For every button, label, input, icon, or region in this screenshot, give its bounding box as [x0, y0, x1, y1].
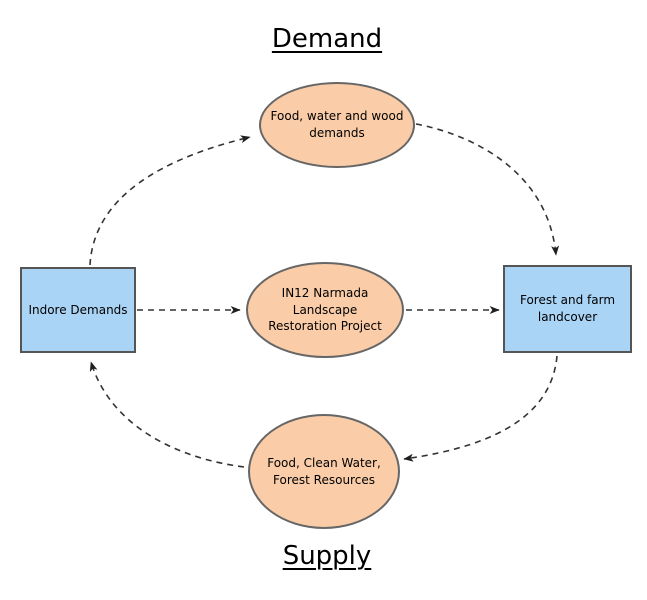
node-label-line: landcover: [537, 310, 598, 324]
node-label-line: Forest Resources: [273, 472, 375, 487]
node-label-line: Food, Clean Water,: [267, 455, 381, 470]
node-food-cleanwater-forest-resources[interactable]: Food, Clean Water, Forest Resources: [248, 414, 400, 529]
demand-title: Demand: [271, 24, 383, 54]
edge-supply-flow-to-indore: [89, 361, 245, 468]
node-label-line: Indore Demands: [28, 302, 128, 317]
node-narmada-restoration-project[interactable]: IN12 Narmada Landscape Restoration Proje…: [246, 262, 404, 358]
node-label-line: demands: [309, 126, 365, 140]
node-label-line: Restoration Project: [268, 319, 382, 334]
supply-title: Supply: [282, 541, 372, 571]
edge-demand-flow-to-forest: [415, 123, 560, 256]
node-forest-farm-landcover[interactable]: Forest and farm landcover: [503, 265, 632, 353]
edge-indore-to-demand-flow: [89, 135, 251, 266]
node-indore-demands[interactable]: Indore Demands: [20, 267, 136, 353]
node-label-line: Forest and farm: [519, 293, 616, 308]
edge-forest-to-supply-flow: [403, 355, 558, 462]
node-label-line: IN12 Narmada Landscape: [281, 285, 369, 317]
node-label-line: Food, water and wood: [270, 109, 404, 124]
node-food-water-wood-demands[interactable]: Food, water and wood demands: [259, 82, 415, 168]
